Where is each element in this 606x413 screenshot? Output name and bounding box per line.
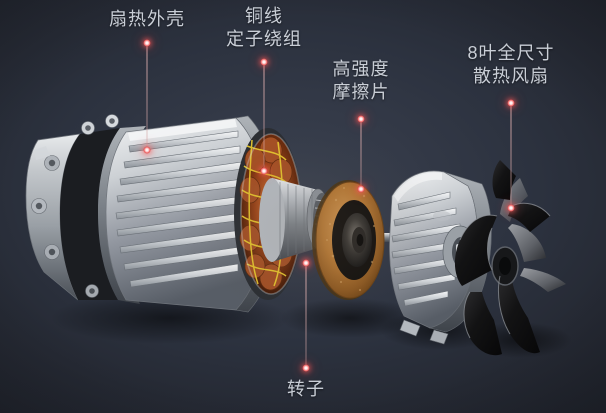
callout-dot-bottom-rotor[interactable]	[302, 364, 310, 372]
callout-line-rotor	[305, 263, 307, 368]
callout-dot-top-rotor[interactable]	[302, 259, 310, 267]
callout-line-copper-stator-winding	[263, 62, 265, 171]
callout-dot-top-copper-stator-winding[interactable]	[260, 58, 268, 66]
callout-label-eight-blade-cooling-fan: 8叶全尺寸 散热风扇	[467, 42, 554, 88]
callout-line-heat-dissipating-housing	[146, 43, 148, 150]
callout-label-line: 高强度	[332, 59, 390, 79]
callout-label-line: 铜线	[245, 6, 283, 26]
callout-dot-top-eight-blade-cooling-fan[interactable]	[507, 99, 515, 107]
callout-label-line: 散热风扇	[472, 66, 549, 86]
callout-dot-bottom-eight-blade-cooling-fan[interactable]	[507, 204, 515, 212]
callout-label-line: 摩擦片	[332, 82, 390, 102]
callout-line-eight-blade-cooling-fan	[510, 103, 512, 208]
callout-label-line: 转子	[287, 379, 325, 399]
callout-line-high-strength-friction-plate	[360, 119, 362, 189]
callout-dot-bottom-heat-dissipating-housing[interactable]	[143, 146, 151, 154]
callout-label-line: 8叶全尺寸	[467, 43, 555, 63]
callout-label-copper-stator-winding: 铜线 定子绕组	[226, 5, 302, 51]
callout-label-heat-dissipating-housing: 扇热外壳	[109, 8, 185, 31]
callout-label-line: 扇热外壳	[109, 9, 185, 29]
callout-label-high-strength-friction-plate: 高强度 摩擦片	[333, 58, 390, 104]
callout-dot-top-high-strength-friction-plate[interactable]	[357, 115, 365, 123]
callout-label-rotor: 转子	[287, 378, 325, 401]
callout-dot-top-heat-dissipating-housing[interactable]	[143, 39, 151, 47]
callout-dot-bottom-high-strength-friction-plate[interactable]	[357, 185, 365, 193]
callout-dot-bottom-copper-stator-winding[interactable]	[260, 167, 268, 175]
friction-disc-art	[312, 180, 385, 300]
callout-label-line: 定子绕组	[226, 29, 302, 49]
